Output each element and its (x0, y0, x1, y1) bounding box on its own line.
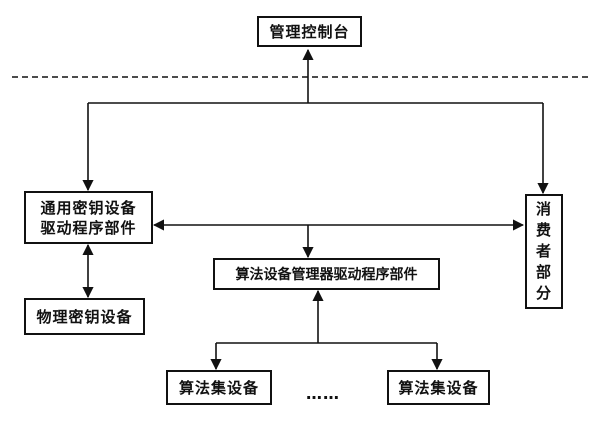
algorithm-set-device-1-box: 算法集设备 (166, 370, 272, 405)
algorithm-manager-driver-box: 算法设备管理器驱动程序部件 (213, 258, 440, 290)
ellipsis-more-devices: …… (306, 384, 340, 403)
physical-key-device-label: 物理密钥设备 (36, 308, 133, 326)
algorithm-set-device-2-label: 算法集设备 (398, 379, 479, 397)
generic-key-driver-label-line1: 通用密钥设备 (40, 198, 137, 217)
management-console-box: 管理控制台 (257, 16, 362, 47)
generic-key-driver-box: 通用密钥设备 驱动程序部件 (24, 191, 153, 244)
algorithm-manager-driver-label: 算法设备管理器驱动程序部件 (235, 267, 418, 283)
consumer-part-char-2: 费 (535, 221, 552, 239)
consumer-part-char-4: 部 (535, 263, 552, 281)
generic-key-driver-label-line2: 驱动程序部件 (40, 218, 137, 237)
management-console-label: 管理控制台 (269, 23, 350, 41)
consumer-part-char-3: 者 (535, 242, 552, 260)
consumer-part-char-5: 分 (535, 284, 552, 302)
algorithm-set-device-1-label: 算法集设备 (178, 379, 259, 397)
consumer-part-char-1: 消 (535, 200, 552, 218)
physical-key-device-box: 物理密钥设备 (24, 298, 145, 335)
consumer-part-box: 消 费 者 部 分 (525, 194, 563, 309)
algorithm-set-device-2-box: 算法集设备 (387, 370, 490, 405)
